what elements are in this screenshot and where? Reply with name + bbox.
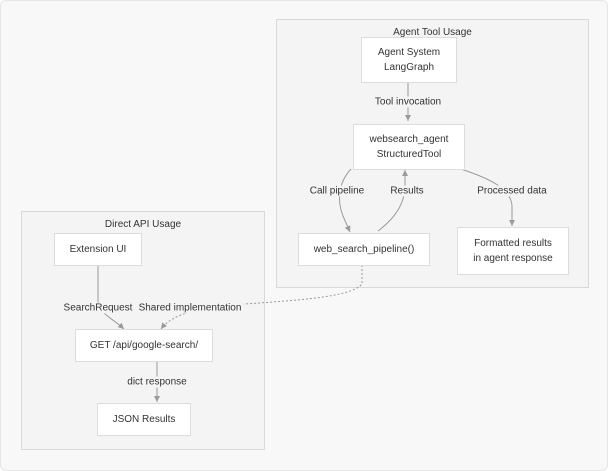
edge-label-processed-data: Processed data	[475, 185, 549, 197]
node-formatted-results-line1: Formatted results	[474, 238, 552, 249]
edge-label-search-request: SearchRequest	[61, 302, 135, 314]
node-agent-system[interactable]: Agent System LangGraph	[361, 37, 457, 83]
node-agent-system-line2: LangGraph	[383, 62, 435, 73]
node-websearch-agent-line1: websearch_agent	[369, 134, 449, 145]
cluster-agent-title: Agent Tool Usage	[393, 27, 472, 38]
node-formatted-results-line2: in agent response	[473, 253, 553, 264]
edge-label-shared-implementation: Shared implementation	[136, 302, 244, 314]
edge-label-dict-response: dict response	[125, 376, 189, 388]
node-web-search-pipeline[interactable]: web_search_pipeline()	[298, 233, 430, 266]
cluster-direct-title: Direct API Usage	[104, 219, 182, 230]
edge-results	[377, 170, 408, 232]
edge-label-call-pipeline: Call pipeline	[307, 185, 367, 197]
node-google-search-endpoint[interactable]: GET /api/google-search/	[75, 329, 213, 362]
edge-processed-data	[460, 168, 515, 226]
node-formatted-results[interactable]: Formatted results in agent response	[457, 227, 569, 275]
node-google-search-endpoint-label: GET /api/google-search/	[89, 340, 199, 351]
edge-call-pipeline	[338, 168, 352, 233]
node-websearch-agent[interactable]: websearch_agent StructuredTool	[353, 124, 465, 170]
node-json-results[interactable]: JSON Results	[97, 403, 191, 436]
node-agent-system-line1: Agent System	[377, 47, 441, 58]
edge-search-request	[97, 265, 125, 330]
edge-label-results: Results	[388, 185, 426, 197]
edge-label-tool-invocation: Tool invocation	[372, 96, 444, 108]
node-websearch-agent-line2: StructuredTool	[376, 149, 442, 160]
node-extension-ui-label: Extension UI	[69, 244, 127, 255]
edge-shared-implementation	[160, 265, 363, 330]
node-extension-ui[interactable]: Extension UI	[54, 233, 142, 266]
node-web-search-pipeline-label: web_search_pipeline()	[313, 244, 415, 255]
node-json-results-label: JSON Results	[112, 414, 176, 425]
